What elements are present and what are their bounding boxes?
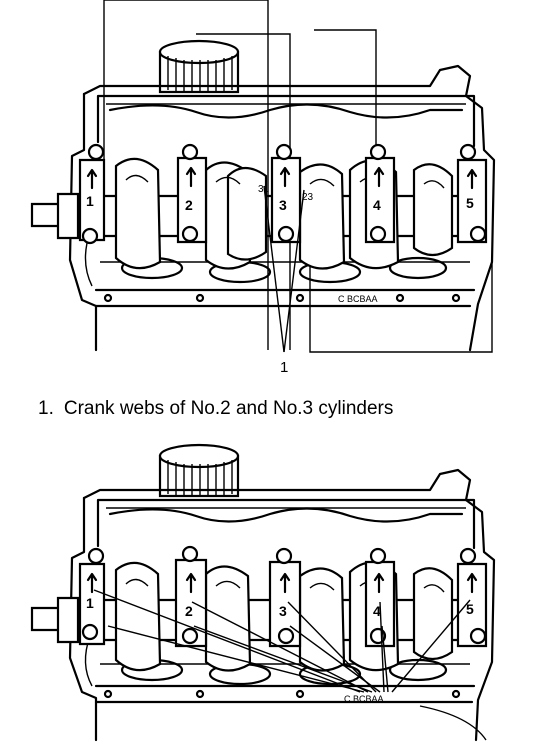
top-journal-number-3: 3: [279, 197, 287, 213]
bottom-stamp-text: C BCBAA: [344, 694, 384, 704]
caption-number: 1.: [38, 398, 54, 419]
top-callout-line-right: [283, 189, 305, 353]
top-engine-block-diagram: 1 2 3 4 5 31 23 C BCBAA 1: [30, 0, 496, 376]
cap-arrows: [86, 166, 478, 190]
bottom-journal-number-5: 5: [466, 601, 474, 617]
cap-arrows: [86, 572, 478, 594]
leader-lines: [93, 589, 471, 693]
oil-filler-cap: [158, 39, 240, 94]
top-callout-line-left: [263, 185, 285, 353]
top-journal-number-5: 5: [466, 195, 474, 211]
bottom-journal-number-2: 2: [185, 603, 193, 619]
figure-caption: 1. Crank webs of No.2 and No.3 cylinders: [38, 398, 403, 420]
bearing-caps: [78, 545, 488, 648]
engine-block-outline: [68, 64, 496, 352]
top-journal-number-4: 4: [373, 197, 381, 213]
top-stamp-text: C BCBAA: [338, 294, 378, 304]
top-diagram-svg: 1 2 3 4 5 31 23 C BCBAA 1: [30, 0, 496, 376]
crankshaft: [30, 561, 472, 672]
bottom-engine-block-diagram: 1 2 3 4 5 C BCBAA: [0, 440, 560, 748]
bearing-caps: [78, 143, 488, 245]
bottom-journal-number-3: 3: [279, 603, 287, 619]
top-callout-number: 1: [280, 359, 288, 376]
bottom-journal-number-4: 4: [373, 603, 381, 619]
bottom-diagram-svg: 1 2 3 4 5 C BCBAA: [30, 443, 496, 742]
caption-text: Crank webs of No.2 and No.3 cylinders: [63, 398, 394, 419]
oil-filler-cap: [158, 443, 240, 498]
top-journal-number-1: 1: [86, 193, 94, 209]
bottom-journal-number-1: 1: [86, 595, 94, 611]
engine-block-outline: [68, 468, 496, 742]
top-web-mark-right: 23: [302, 192, 314, 203]
top-journal-number-2: 2: [185, 197, 193, 213]
